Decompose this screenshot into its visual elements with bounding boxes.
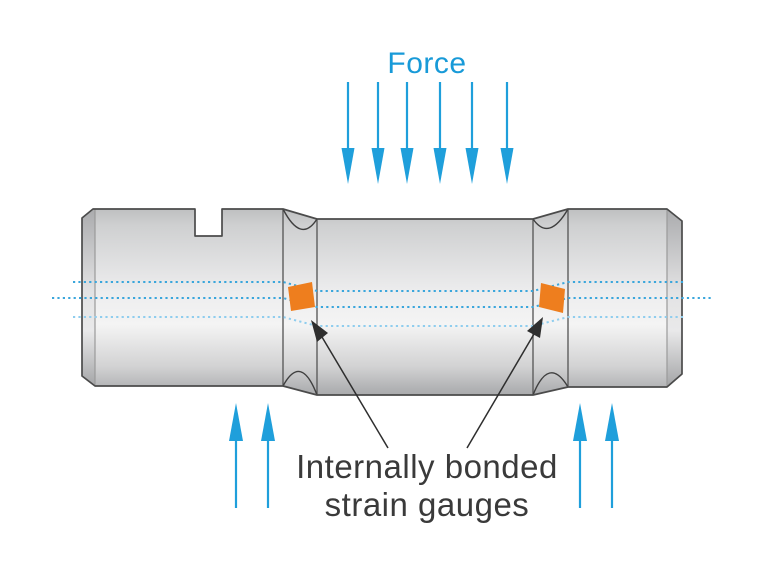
right-strain-gauge: [539, 283, 565, 313]
force-arrow-down-icon: [341, 82, 355, 184]
groove-fillet-arcs: [282, 208, 569, 396]
right-groove-top-arc: [532, 208, 569, 230]
deflection-centerlines: [52, 281, 711, 327]
left-strain-gauge: [288, 282, 315, 311]
left-leader-line: [321, 336, 389, 449]
reaction-force-arrows-up: [229, 403, 619, 508]
force-arrow-down-icon: [465, 82, 479, 184]
reaction-arrow-up-icon: [605, 403, 619, 508]
gauge-leader-lines: [311, 317, 543, 449]
right-groove-bottom-arc: [532, 372, 569, 396]
force-arrow-down-icon: [371, 82, 385, 184]
gauge-caption-line1: Internally bonded: [296, 448, 558, 485]
reaction-arrow-up-icon: [261, 403, 275, 508]
right-leader-line: [466, 333, 535, 449]
right-chamfer-face: [667, 209, 682, 387]
force-label: Force: [387, 47, 466, 80]
left-leader-arrowhead-icon: [311, 320, 328, 342]
applied-force-arrows-down: [341, 82, 514, 184]
upper-dotted-line: [73, 281, 686, 292]
force-arrow-down-icon: [433, 82, 447, 184]
force-arrow-down-icon: [400, 82, 414, 184]
gauge-caption-line2: strain gauges: [325, 486, 530, 523]
pin-silhouette: [82, 209, 682, 395]
lower-dotted-line: [73, 316, 686, 327]
load-pin-body: [81, 208, 683, 396]
left-groove-top-arc: [282, 208, 318, 231]
left-groove-bottom-arc: [282, 370, 318, 396]
reaction-arrow-up-icon: [229, 403, 243, 508]
reaction-arrow-up-icon: [573, 403, 587, 508]
force-arrow-down-icon: [500, 82, 514, 184]
left-chamfer-face: [82, 209, 95, 386]
center-dotted-line: [52, 297, 711, 308]
right-leader-arrowhead-icon: [527, 317, 543, 338]
pin-outline: [81, 208, 683, 396]
